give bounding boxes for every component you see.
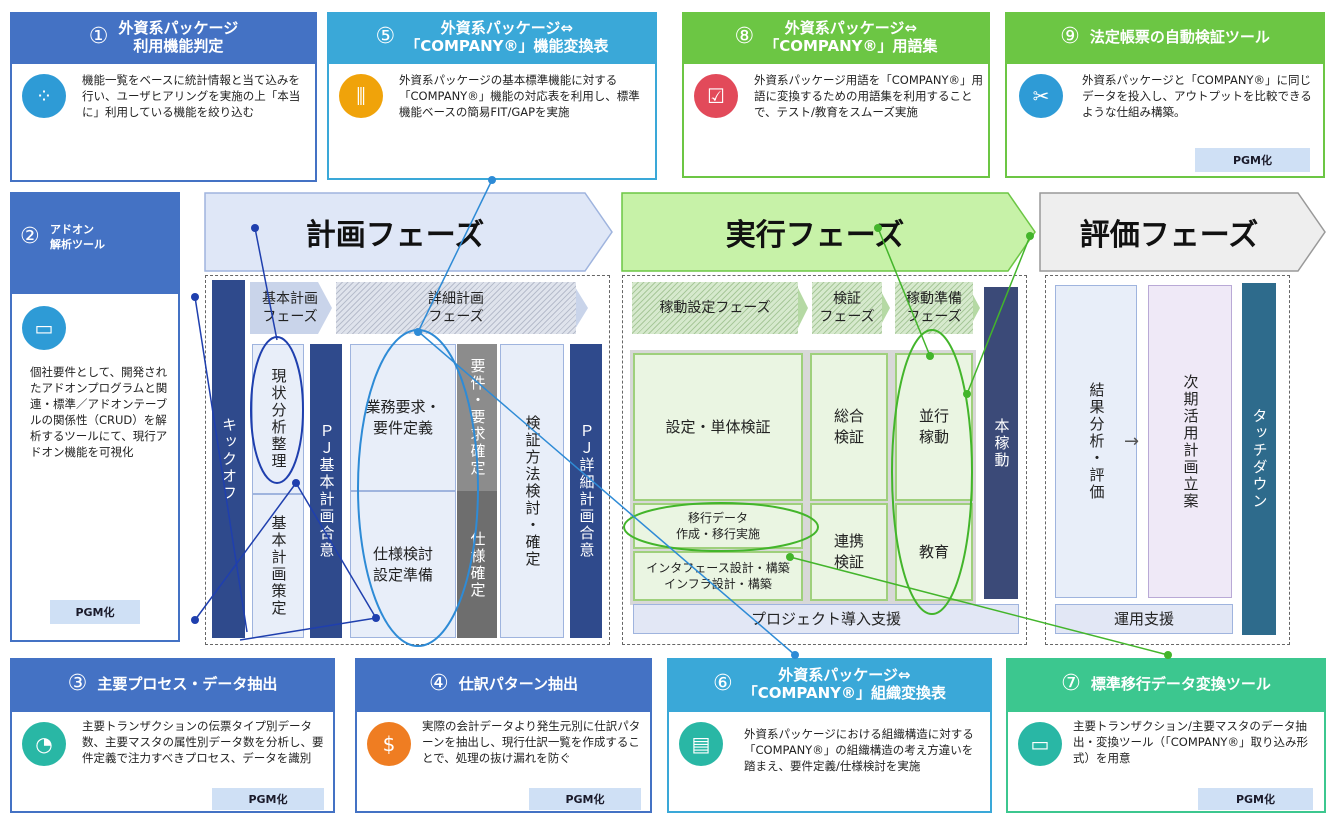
tool1-body: ⁘ 機能一覧をベースに統計情報と当て込みを行い、ユーザヒアリングを実施の上「本当…: [10, 62, 317, 182]
tool1-header: ① 外資系パッケージ 利用機能判定: [10, 12, 317, 62]
tool2-body: ▭ 個社要件として、開発されたアドオンプログラムと関連・標準／アドオンテーブルの…: [10, 292, 180, 642]
interface-cell: インタフェース設計・構築 インフラ設計・構築: [633, 551, 803, 601]
tool6-desc: 外資系パッケージにおける組織構造に対する「COMPANY®」の組織構造の考え方違…: [744, 727, 974, 773]
shiyo-kakutei-cell: 仕様確定: [457, 491, 497, 638]
tool7-pgm-badge: PGM化: [1198, 788, 1313, 810]
touchdown-block: タッチダウン: [1242, 283, 1276, 635]
eval-phase-arrow: 評価フェーズ: [1079, 218, 1259, 253]
jiki-cell: 次期活用計画立案: [1148, 285, 1232, 598]
tool7-title: 標準移行データ変換ツール: [1090, 675, 1271, 693]
tool6-header: ⑥ 外資系パッケージ⇔ 「COMPANY®」組織変換表: [667, 658, 992, 710]
equalizer-icon: ⫼: [339, 74, 383, 118]
shiyo-cell: 仕様検討 設定準備: [350, 491, 456, 638]
honkado-block: 本稼動: [984, 287, 1018, 599]
sogo-cell: 総合 検証: [810, 353, 888, 501]
iko-cell: 移行データ 作成・移行実施: [633, 503, 803, 549]
tool7-body: ▭ 主要トランザクション/主要マスタのデータ抽出・変換ツール（「COMPANY®…: [1006, 710, 1326, 813]
tool1-title: 外資系パッケージ 利用機能判定: [118, 19, 239, 55]
tool9-pgm-badge: PGM化: [1195, 148, 1310, 172]
monitor-icon: ▭: [22, 306, 66, 350]
tool8-header: ⑧ 外資系パッケージ⇔ 「COMPANY®」用語集: [682, 12, 990, 62]
tool8-body: ☑ 外資系パッケージ用語を「COMPANY®」用語に変換するための用語集を利用す…: [682, 62, 990, 178]
settei-cell: 設定・単体検証: [633, 353, 803, 501]
tool4-desc: 実際の会計データより発生元別に仕訳パターンを抽出し、現行仕訳一覧を作成することで…: [422, 719, 641, 765]
tool4-body: $ 実際の会計データより発生元別に仕訳パターンを抽出し、現行仕訳一覧を作成するこ…: [355, 710, 652, 813]
project-support-bar: プロジェクト導入支援: [633, 604, 1019, 634]
exec-phase-arrow: 実行フェーズ: [725, 218, 905, 253]
detail-plan-phase: 詳細計画 フェーズ: [336, 282, 576, 334]
org-doc-icon: ▤: [679, 722, 723, 766]
tool5-title: 外資系パッケージ⇔ 「COMPANY®」機能変換表: [405, 19, 609, 55]
tool6-title: 外資系パッケージ⇔ 「COMPANY®」組織変換表: [742, 666, 947, 702]
kensho-hoho-cell: 検証方法検討・確定: [500, 344, 564, 638]
chart-doc-icon: ◔: [22, 722, 66, 766]
setup-phase: 稼動設定フェーズ: [632, 282, 798, 334]
tool4-pgm-badge: PGM化: [529, 788, 641, 810]
renkei-cell: 連携 検証: [810, 503, 888, 601]
basic-plan-phase: 基本計画 フェーズ: [262, 291, 318, 325]
genjo-cell: 現状分析整理: [252, 344, 304, 494]
tool9-header: ⑨ 法定帳票の自動検証ツール: [1005, 12, 1325, 62]
kyoiku-cell: 教育: [895, 503, 973, 601]
kekka-cell: 結果分析・評価: [1055, 285, 1137, 598]
tools-icon: ✂: [1019, 74, 1063, 118]
kihon-sakutei-cell: 基本計画策定: [252, 494, 304, 638]
tool4-title: 仕訳パターン抽出: [458, 675, 578, 693]
tool5-body: ⫼ 外資系パッケージの基本標準機能に対する「COMPANY®」機能の対応表を利用…: [327, 62, 657, 180]
arrow-right-icon: →: [1124, 431, 1140, 452]
tool6-body: ▤ 外資系パッケージにおける組織構造に対する「COMPANY®」の組織構造の考え…: [667, 710, 992, 813]
monitor-chart-icon: ▭: [1018, 722, 1062, 766]
pj-basic-agreement: ＰＪ基本計画合意: [310, 344, 342, 638]
ready-phase: 稼動準備 フェーズ: [895, 282, 973, 334]
tool2-title: アドオン 解析ツール: [50, 223, 105, 251]
tool9-title: 法定帳票の自動検証ツール: [1089, 28, 1270, 46]
verify-phase: 検証 フェーズ: [812, 282, 882, 334]
pj-detail-agreement: ＰＪ詳細計画合意: [570, 344, 602, 638]
tool7-desc: 主要トランザクション/主要マスタのデータ抽出・変換ツール（「COMPANY®」取…: [1073, 719, 1308, 765]
tool5-header: ⑤ 外資系パッケージ⇔ 「COMPANY®」機能変換表: [327, 12, 657, 62]
tool3-header: ③ 主要プロセス・データ抽出: [10, 658, 335, 710]
tool3-body: ◔ 主要トランザクションの伝票タイプ別データ数、主要マスタの属性別データ数を分析…: [10, 710, 335, 813]
tool1-desc: 機能一覧をベースに統計情報と当て込みを行い、ユーザヒアリングを実施の上「本当に」…: [82, 73, 301, 119]
tool3-desc: 主要トランザクションの伝票タイプ別データ数、主要マスタの属性別データ数を分析し、…: [82, 719, 324, 765]
tool9-body: ✂ 外資系パッケージと「COMPANY®」に同じデータを投入し、アウトプットを比…: [1005, 62, 1325, 178]
tool3-pgm-badge: PGM化: [212, 788, 324, 810]
tool4-header: ④ 仕訳パターン抽出: [355, 658, 652, 710]
scatter-icon: ⁘: [22, 74, 66, 118]
tool2-pgm-badge: PGM化: [50, 600, 140, 624]
heiko-cell: 並行 稼動: [895, 353, 973, 501]
unyo-support-bar: 運用支援: [1055, 604, 1233, 634]
tool3-title: 主要プロセス・データ抽出: [97, 675, 278, 693]
tool8-desc: 外資系パッケージ用語を「COMPANY®」用語に変換するための用語集を利用するこ…: [754, 73, 983, 119]
tool2-desc: 個社要件として、開発されたアドオンプログラムと関連・標準／アドオンテーブルの関係…: [30, 365, 168, 459]
gyomu-cell: 業務要求・ 要件定義: [350, 344, 456, 491]
yoken-kakutei-cell: 要件・要求確定: [457, 344, 497, 491]
money-hand-icon: $: [367, 722, 411, 766]
tool8-title: 外資系パッケージ⇔ 「COMPANY®」用語集: [764, 19, 938, 55]
tool2-header: ② アドオン 解析ツール: [10, 192, 180, 292]
tool9-desc: 外資系パッケージと「COMPANY®」に同じデータを投入し、アウトプットを比較で…: [1082, 73, 1312, 119]
checklist-icon: ☑: [694, 74, 738, 118]
tool5-desc: 外資系パッケージの基本標準機能に対する「COMPANY®」機能の対応表を利用し、…: [399, 73, 640, 119]
tool7-header: ⑦ 標準移行データ変換ツール: [1006, 658, 1326, 710]
